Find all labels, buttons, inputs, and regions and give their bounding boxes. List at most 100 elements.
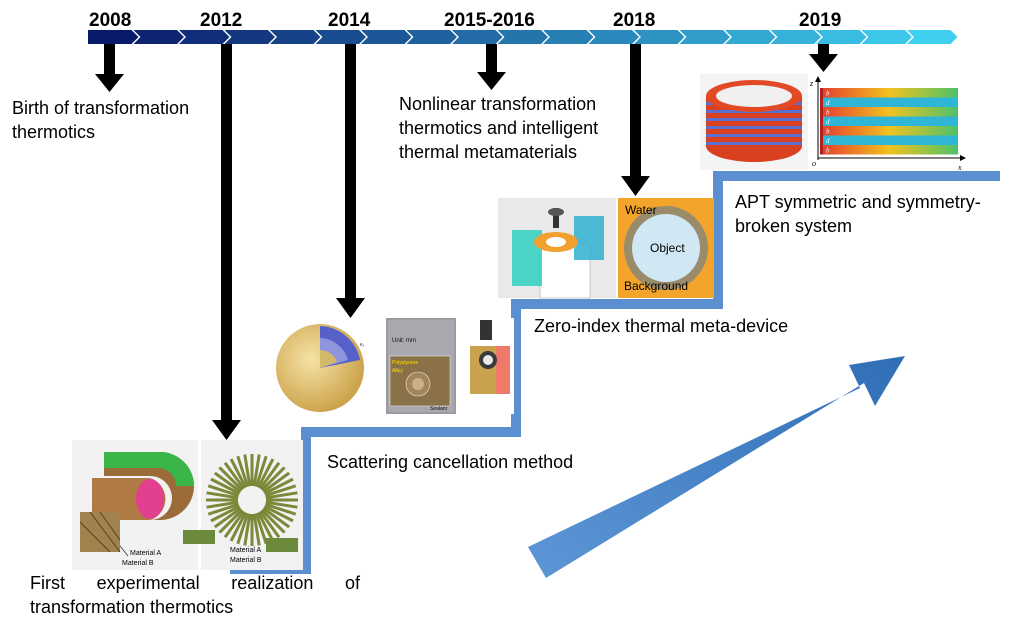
fan-bar xyxy=(218,508,244,534)
timeline-segment xyxy=(861,30,912,44)
svg-text:κ₂: κ₂ xyxy=(360,342,365,348)
arrow-2012 xyxy=(212,44,241,440)
timeline-segment xyxy=(270,30,321,44)
ring-stripe xyxy=(706,134,802,137)
polystyrene-label: Polystyrene xyxy=(392,360,418,366)
apt-row-label: d xyxy=(826,118,830,126)
fan-bar xyxy=(236,512,250,545)
figure-2014-sample: Unit: mm Polystyrene Alloy Sealant xyxy=(386,318,456,414)
caption-birth: Birth of transformation thermotics xyxy=(12,96,189,144)
staircase-steps xyxy=(230,171,1000,574)
figure-2012-radial-array: Material A Material B xyxy=(183,440,303,570)
fan-bar xyxy=(236,455,250,488)
caption-birth-line-1: Birth of transformation xyxy=(12,98,190,118)
apt-row-marker xyxy=(820,126,823,136)
figure-2012-cylinder: Material A Material B xyxy=(72,440,198,570)
fan-bar xyxy=(223,510,245,539)
timeline-segment xyxy=(634,30,685,44)
year-2015-2016: 2015-2016 xyxy=(444,10,535,31)
caption-first-line-1: First experimental realization of xyxy=(30,573,360,593)
apt-row-label: d xyxy=(826,137,830,145)
fan-bar xyxy=(262,507,291,529)
unit-label: Unit: mm xyxy=(392,338,416,344)
axis-o-label: o xyxy=(812,159,816,168)
figure-2018-setup xyxy=(498,198,616,299)
figure-2014-sphere: κ₂ xyxy=(268,318,384,414)
apt-row-label: b xyxy=(826,128,830,136)
caption-first-line-2: transformation thermotics xyxy=(30,597,234,617)
fan-bar xyxy=(243,513,252,546)
caption-nonlinear-line-3: thermal metamaterials xyxy=(399,142,578,162)
fan-bar xyxy=(254,455,268,488)
caption-apt-line-2: broken system xyxy=(735,216,853,236)
material-a-label: Material A xyxy=(130,550,161,557)
fan-bar xyxy=(260,466,286,492)
arrow-2018 xyxy=(621,44,650,196)
ring-stripe xyxy=(706,142,802,145)
material-a-label-2: Material A xyxy=(230,547,261,554)
fan-bar xyxy=(265,491,298,500)
timeline-segment xyxy=(588,30,639,44)
fan-bar xyxy=(259,510,281,539)
timeline-segment xyxy=(497,30,548,44)
timeline-segment xyxy=(179,30,230,44)
apt-band xyxy=(820,145,958,155)
timeline-bar xyxy=(88,30,958,44)
big-progress-arrow xyxy=(528,356,905,578)
timeline-segment xyxy=(224,30,275,44)
year-2012: 2012 xyxy=(200,10,243,31)
axis-x-label: x xyxy=(957,163,962,172)
fan-bar xyxy=(213,471,242,493)
fan-bar xyxy=(262,471,291,493)
figure-2018-zero-index: Water Object Background xyxy=(618,198,714,298)
background-label: Background xyxy=(624,279,688,293)
caption-nonlinear-line-1: Nonlinear transformation xyxy=(399,94,597,114)
fan-bar xyxy=(260,508,286,534)
arrow-2015-2016 xyxy=(477,44,506,90)
apt-row-label: b xyxy=(826,90,830,98)
year-2018: 2018 xyxy=(613,10,656,31)
caption-zero-index: Zero-index thermal meta-device xyxy=(534,314,788,338)
caption-zero-index-line-1: Zero-index thermal meta-device xyxy=(534,316,789,336)
apt-row-marker xyxy=(820,145,823,155)
fan-bar xyxy=(210,505,241,523)
fan-bar xyxy=(207,484,240,498)
timeline-segment xyxy=(543,30,594,44)
fan-bar xyxy=(243,454,252,487)
caption-birth-line-2: thermotics xyxy=(12,122,96,142)
timeline-segment xyxy=(452,30,503,44)
timeline-segment xyxy=(406,30,457,44)
caption-scattering-line-1: Scattering cancellation method xyxy=(327,452,574,472)
fan-bar xyxy=(207,502,240,516)
timeline-segment xyxy=(725,30,776,44)
fan-bar xyxy=(265,500,298,509)
fan-bar xyxy=(257,458,275,489)
fan-bar xyxy=(223,461,245,490)
apt-row-marker xyxy=(820,97,823,107)
timeline-segment xyxy=(315,30,366,44)
fan-bar xyxy=(252,513,261,546)
axis-z-label: z xyxy=(809,79,814,88)
caption-scattering: Scattering cancellation method xyxy=(327,450,573,474)
fan-bar xyxy=(210,477,241,495)
apt-row-marker xyxy=(820,116,823,126)
timeline-segment xyxy=(679,30,730,44)
arrow-2019 xyxy=(809,44,838,72)
arrow-2008 xyxy=(95,44,124,92)
apt-gap xyxy=(820,116,958,126)
fan-bar xyxy=(252,454,261,487)
apt-gap xyxy=(820,97,958,107)
caption-first: First experimental realization of transf… xyxy=(30,571,360,619)
alloy-label: Alloy xyxy=(392,368,403,374)
caption-apt: APT symmetric and symmetry- broken syste… xyxy=(735,190,981,238)
fan-bar xyxy=(206,491,239,500)
apt-band xyxy=(820,107,958,117)
timeline-segment xyxy=(133,30,184,44)
fan-bar xyxy=(263,477,294,495)
apt-band xyxy=(820,88,958,98)
fan-bar xyxy=(229,511,247,542)
caption-nonlinear: Nonlinear transformation thermotics and … xyxy=(399,92,598,164)
fan-bar xyxy=(263,505,294,523)
